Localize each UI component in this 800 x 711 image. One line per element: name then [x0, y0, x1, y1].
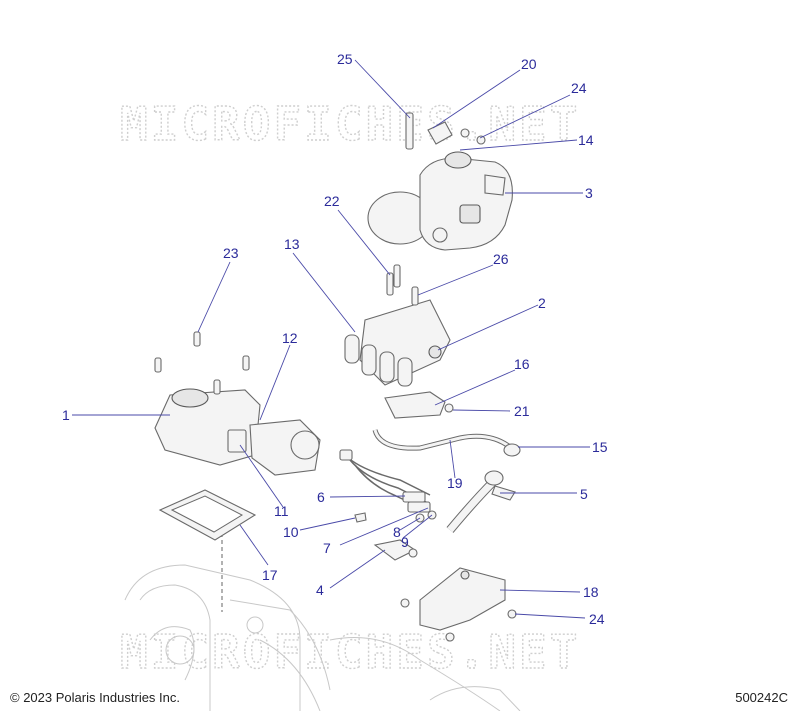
actuator-housing — [367, 151, 513, 251]
callout-3: 3 — [585, 185, 593, 201]
callout-16: 16 — [514, 356, 530, 372]
callout-8: 8 — [393, 524, 401, 540]
valve-body — [344, 299, 451, 387]
callout-12: 12 — [282, 330, 298, 346]
callout-6: 6 — [317, 489, 325, 505]
callout-7: 7 — [323, 540, 331, 556]
callout-15: 15 — [592, 439, 608, 455]
cover-plate — [154, 388, 261, 466]
bracket-16 — [384, 391, 454, 419]
watermark-top: MICROFICHES.NET — [120, 97, 580, 151]
valve-body-bolts — [386, 264, 419, 306]
callout-10: 10 — [283, 524, 299, 540]
callout-13: 13 — [284, 236, 300, 252]
callout-23: 23 — [223, 245, 239, 261]
callout-9: 9 — [401, 534, 409, 550]
copyright-notice: © 2023 Polaris Industries Inc. — [10, 690, 180, 705]
callout-5: 5 — [580, 486, 588, 502]
top-fasteners — [405, 112, 486, 150]
wire-harness — [339, 449, 431, 513]
callout-11: 11 — [274, 503, 289, 519]
transmission-outline — [124, 564, 521, 711]
callout-18: 18 — [583, 584, 599, 600]
callout-22: 22 — [324, 193, 340, 209]
shift-motor — [227, 419, 321, 476]
callout-2: 2 — [538, 295, 546, 311]
leader-lines — [72, 59, 590, 619]
callout-17: 17 — [262, 567, 278, 583]
cover-bolts — [154, 331, 250, 395]
fittings — [354, 510, 437, 561]
callout-20: 20 — [521, 56, 537, 72]
callout-labels: 25 20 24 14 3 22 13 26 2 23 12 1 16 21 1… — [62, 51, 608, 627]
watermark-bottom: MICROFICHES.NET — [120, 625, 580, 679]
callout-24: 24 — [571, 80, 587, 96]
callout-14: 14 — [578, 132, 594, 148]
gasket — [158, 489, 257, 541]
callout-1: 1 — [62, 407, 70, 423]
callout-26: 26 — [493, 251, 509, 267]
callout-24-lower: 24 — [589, 611, 605, 627]
callout-21: 21 — [514, 403, 530, 419]
callout-19: 19 — [447, 475, 463, 491]
callout-4: 4 — [316, 582, 324, 598]
document-number: 500242C — [735, 690, 788, 705]
callout-25: 25 — [337, 51, 353, 67]
bracket-18 — [400, 567, 517, 642]
